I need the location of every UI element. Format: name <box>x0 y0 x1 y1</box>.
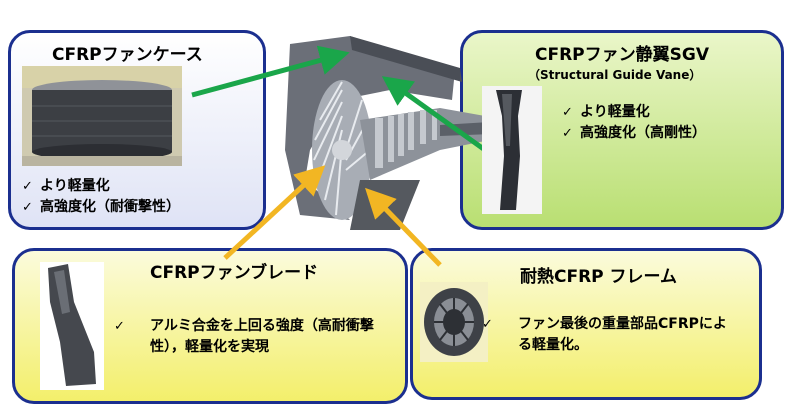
frame-bullets: ✓ファン最後の重量部品CFRPによる軽量化。 <box>482 314 730 356</box>
arrow-frame <box>365 187 442 267</box>
fan-case-photo <box>22 66 182 166</box>
sgv-title: CFRPファン静翼SGV <box>535 45 709 65</box>
fan-case-bullet: ✓より軽量化 <box>22 178 110 194</box>
fan-case-bullet: ✓高強度化（耐衝撃性） <box>22 199 180 215</box>
fan-blade-bullets: ✓アルミ合金を上回る強度（高耐衝撃性），軽量化を実現 <box>114 316 394 358</box>
sgv-bullet: ✓より軽量化 <box>562 104 650 120</box>
arrow-sgv <box>381 76 487 153</box>
sgv-subtitle: （Structural Guide Vane） <box>528 68 702 82</box>
frame-title: 耐熱CFRP フレーム <box>520 267 678 287</box>
frame-photo <box>420 282 488 362</box>
sgv-photo <box>482 86 542 214</box>
fan-blade-bullet: ✓アルミ合金を上回る強度（高耐衝撃性），軽量化を実現 <box>114 318 374 355</box>
fan-case-bullets: ✓より軽量化 ✓高強度化（耐衝撃性） <box>22 176 180 218</box>
frame-bullet: ✓ファン最後の重量部品CFRPによる軽量化。 <box>482 316 727 353</box>
fan-case-title: CFRPファンケース <box>52 45 203 65</box>
arrow-fan-case <box>191 45 350 98</box>
sgv-bullet: ✓高強度化（高剛性） <box>562 125 706 141</box>
arrow-fan-blade <box>223 165 326 260</box>
sgv-bullets: ✓より軽量化 ✓高強度化（高剛性） <box>562 102 706 144</box>
fan-blade-title: CFRPファンブレード <box>150 263 319 283</box>
fan-blade-photo <box>40 262 104 390</box>
